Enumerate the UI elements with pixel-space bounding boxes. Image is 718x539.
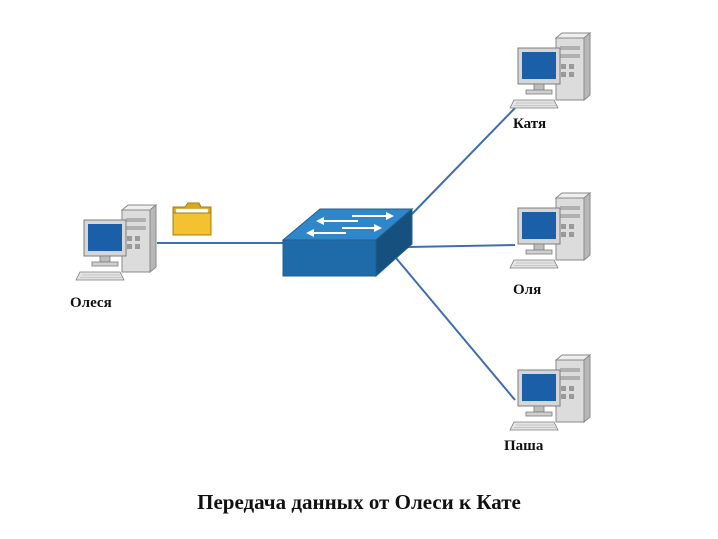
node-label-olesya: Олеся [70, 295, 112, 311]
links [157, 107, 516, 401]
node-label-pasha: Паша [504, 438, 544, 454]
computer-icon [509, 192, 591, 269]
link-switch-katya [411, 107, 516, 215]
diagram-caption: Передача данных от Олеси к Кате [197, 490, 521, 514]
link-switch-olya [407, 244, 516, 248]
node-label-katya: Катя [513, 116, 547, 132]
link-switch-pasha [395, 257, 516, 401]
node-label-olya: Оля [513, 282, 542, 298]
network-switch-icon [281, 207, 414, 278]
computer-icon [509, 32, 591, 109]
computer-icon [75, 204, 157, 281]
computer-icon [509, 354, 591, 431]
folder-icon [172, 202, 212, 236]
